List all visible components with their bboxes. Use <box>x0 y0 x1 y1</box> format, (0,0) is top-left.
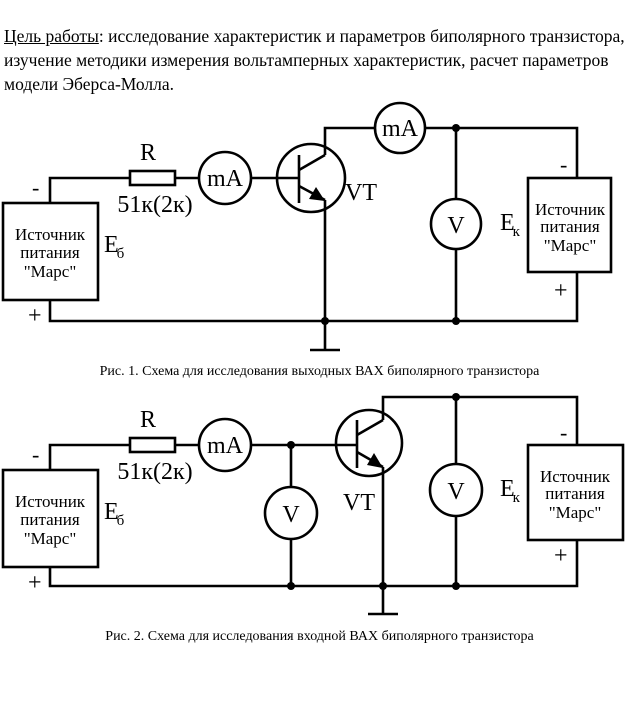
collector-voltmeter: V <box>429 197 483 251</box>
junction-dot <box>452 393 460 401</box>
resistor-name: R <box>140 140 156 166</box>
svg-text:"Марс": "Марс" <box>544 236 597 255</box>
svg-text:mA: mA <box>207 433 244 459</box>
collector-voltmeter: V <box>428 462 484 518</box>
resistor-value: 51к(2к) <box>117 192 192 218</box>
figure-2-caption: Рис. 2. Схема для исследования входной В… <box>105 629 534 644</box>
junction-dot <box>379 582 387 590</box>
base-voltmeter: V <box>263 485 319 541</box>
base-power-source: Источник питания "Марс" <box>1 468 100 569</box>
base-power-source: Источник питания "Марс" <box>1 201 100 302</box>
svg-text:V: V <box>282 502 300 528</box>
resistor-name: R <box>140 407 156 433</box>
plus-terminal: + <box>554 543 568 569</box>
transistor-label: VT <box>345 180 377 206</box>
collector-ammeter: mA <box>373 101 427 155</box>
minus-terminal: - <box>32 442 39 467</box>
figure-2-schematic: Источник питания "Марс" - + Eб R 51к(2к)… <box>1 393 625 616</box>
wire <box>48 176 130 203</box>
plus-terminal: + <box>28 570 42 596</box>
plus-terminal: + <box>28 303 42 329</box>
svg-text:Источник: Источник <box>540 467 611 486</box>
transistor-vt <box>275 142 347 214</box>
wire <box>48 272 579 323</box>
wire <box>48 540 579 588</box>
wire <box>425 126 579 178</box>
minus-terminal: - <box>32 175 39 200</box>
minus-terminal: - <box>560 152 567 177</box>
work-goal-label: Цель работы <box>4 26 99 46</box>
minus-terminal: - <box>560 420 567 445</box>
svg-text:"Марс": "Марс" <box>549 503 602 522</box>
resistor-value: 51к(2к) <box>117 459 192 485</box>
svg-text:Источник: Источник <box>15 492 86 511</box>
svg-text:mA: mA <box>382 116 419 142</box>
resistor <box>128 169 177 187</box>
source-label-line1: Источник <box>15 225 86 244</box>
figure-1-caption: Рис. 1. Схема для исследования выходных … <box>99 364 540 379</box>
figure-1-schematic: Источник питания "Марс" - + Eб R 51к(2к)… <box>1 101 613 352</box>
base-source-label: Eб <box>104 232 125 262</box>
collector-power-source: Источник питания "Марс" <box>526 176 613 274</box>
plus-terminal: + <box>554 278 568 304</box>
junction-dot <box>321 317 329 325</box>
junction-dot <box>452 582 460 590</box>
work-goal-text: : исследование характеристик и параметро… <box>4 26 625 94</box>
collector-power-source: Источник питания "Марс" <box>526 443 625 542</box>
base-ammeter: mA <box>197 417 253 473</box>
svg-text:питания: питания <box>540 217 600 236</box>
collector-source-label: Eк <box>500 210 521 240</box>
base-source-label: Eб <box>104 499 125 529</box>
source-label-line3: "Марс" <box>24 262 77 281</box>
junction-dot <box>287 582 295 590</box>
svg-text:Источник: Источник <box>535 200 606 219</box>
wire <box>381 395 579 445</box>
work-goal-paragraph: Цель работы: исследование характеристик … <box>4 24 634 96</box>
svg-text:V: V <box>447 213 465 239</box>
wire <box>48 443 130 470</box>
transistor-label: VT <box>343 490 375 516</box>
svg-text:V: V <box>447 479 465 505</box>
junction-dot <box>452 124 460 132</box>
resistor <box>128 436 177 454</box>
collector-source-label: Eк <box>500 476 521 506</box>
svg-text:"Марс": "Марс" <box>24 529 77 548</box>
source-label-line2: питания <box>20 243 80 262</box>
transistor-vt <box>334 408 404 478</box>
svg-text:питания: питания <box>20 510 80 529</box>
junction-dot <box>452 317 460 325</box>
junction-dot <box>287 441 295 449</box>
base-ammeter: mA <box>197 150 253 206</box>
svg-text:mA: mA <box>207 166 244 192</box>
svg-text:питания: питания <box>545 484 605 503</box>
